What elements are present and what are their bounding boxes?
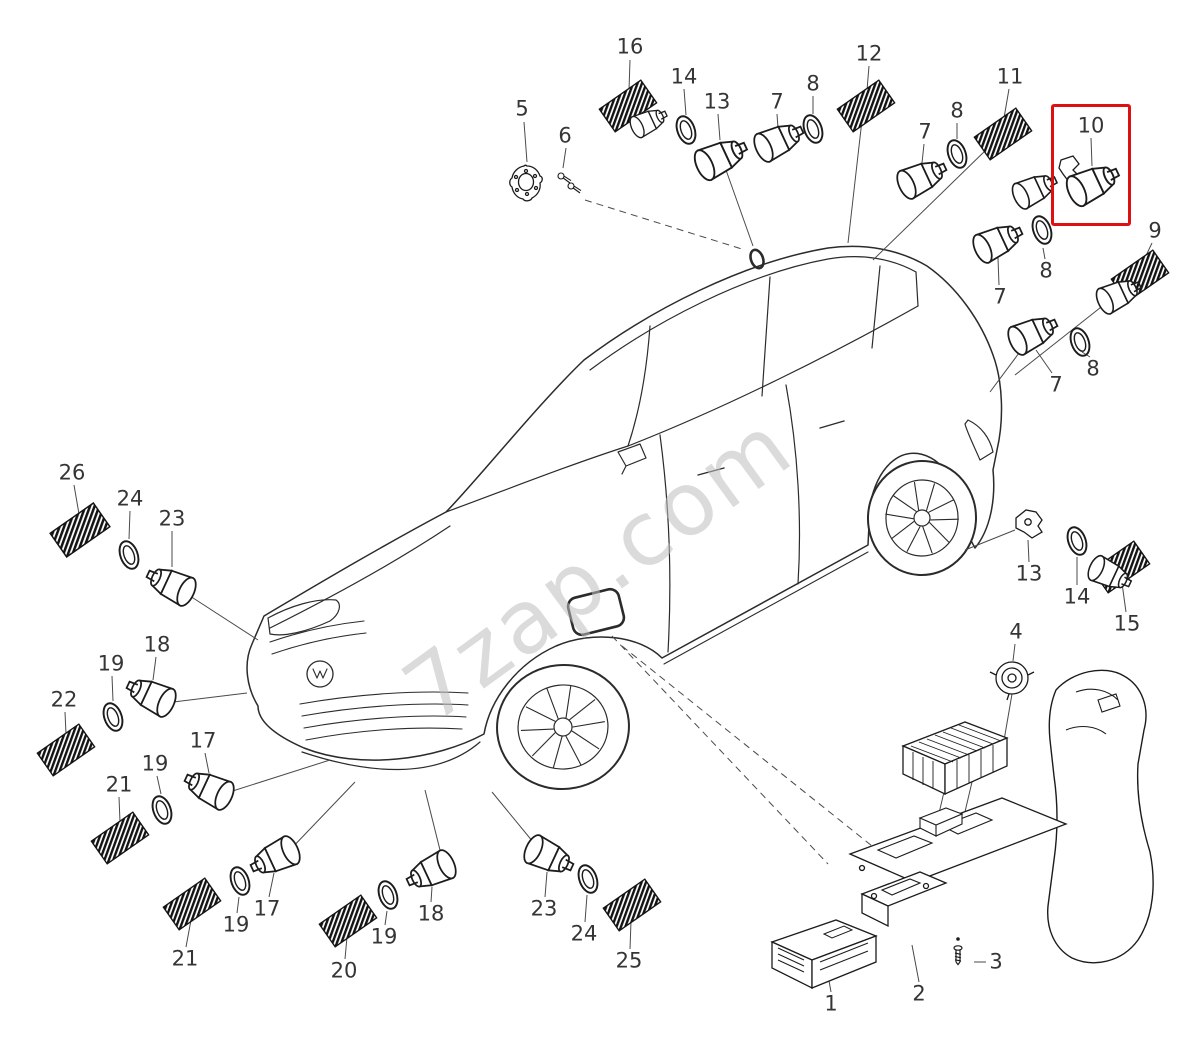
part-callout-22[interactable]: 22 <box>50 687 78 712</box>
part-callout-7[interactable]: 7 <box>918 119 932 144</box>
part-callout-2[interactable]: 2 <box>912 981 926 1006</box>
pdc-sensor-icon[interactable] <box>1003 308 1064 359</box>
part-callout-13[interactable]: 13 <box>1015 561 1043 586</box>
part-callout-7[interactable]: 7 <box>993 284 1007 309</box>
part-callout-19[interactable]: 19 <box>222 912 250 937</box>
part-callout-19[interactable]: 19 <box>370 924 398 949</box>
part-callout-24[interactable]: 24 <box>570 921 598 946</box>
retaining-ring-icon[interactable] <box>672 112 700 148</box>
rear-wheel-icon <box>866 460 978 576</box>
part-callout-19[interactable]: 19 <box>141 751 169 776</box>
retaining-ring-icon[interactable] <box>1063 523 1091 559</box>
pdc-sensor-icon[interactable] <box>519 831 580 882</box>
pdc-sensor-icon[interactable] <box>1008 166 1063 213</box>
pdc-sensor-icon[interactable] <box>140 559 201 610</box>
part-callout-5[interactable]: 5 <box>515 96 529 121</box>
part-callout-17[interactable]: 17 <box>189 728 217 753</box>
retaining-ring-icon[interactable] <box>374 877 402 913</box>
part-callout-25[interactable]: 25 <box>615 948 643 973</box>
screw-icon[interactable] <box>557 172 572 184</box>
part-callout-7[interactable]: 7 <box>1049 372 1063 397</box>
retaining-ring-icon[interactable] <box>99 699 127 735</box>
sensor-bracket-icon[interactable] <box>1015 509 1043 539</box>
part-callout-1[interactable]: 1 <box>824 991 838 1016</box>
mounting-pad-icon[interactable] <box>162 877 222 931</box>
part-callout-23[interactable]: 23 <box>158 506 186 531</box>
vehicle-illustration <box>246 245 1003 791</box>
part-callout-21[interactable]: 21 <box>171 946 199 971</box>
screw-icon[interactable] <box>567 182 582 194</box>
part-callout-26[interactable]: 26 <box>58 460 86 485</box>
callout-tick-lines <box>64 59 1153 993</box>
pdc-sensor-icon[interactable] <box>400 846 461 897</box>
mounting-pad-icon[interactable] <box>602 878 662 932</box>
part-callout-17[interactable]: 17 <box>253 896 281 921</box>
part-callout-10[interactable]: 10 <box>1077 113 1105 138</box>
mounting-pad-icon[interactable] <box>836 79 896 133</box>
module-bracket-icon[interactable] <box>858 864 948 928</box>
part-callout-8[interactable]: 8 <box>1039 258 1053 283</box>
mounting-pad-icon[interactable] <box>318 894 378 948</box>
control-module-icon[interactable] <box>770 919 878 990</box>
part-callout-14[interactable]: 14 <box>670 64 698 89</box>
mounting-pad-icon[interactable] <box>973 107 1033 161</box>
retaining-ring-icon[interactable] <box>943 136 971 172</box>
door-sensor-opening-marker <box>566 587 626 637</box>
fuse-holder-icon[interactable] <box>901 721 1009 796</box>
part-callout-20[interactable]: 20 <box>330 958 358 983</box>
part-callout-9[interactable]: 9 <box>1148 218 1162 243</box>
part-callout-11[interactable]: 11 <box>996 64 1024 89</box>
leader-lines <box>64 59 1153 993</box>
retaining-ring-icon[interactable] <box>799 111 827 147</box>
roof-grommet-icon[interactable] <box>509 164 543 202</box>
part-callout-19[interactable]: 19 <box>97 651 125 676</box>
part-callout-8[interactable]: 8 <box>950 98 964 123</box>
roof-hole-marker <box>749 248 765 270</box>
part-callout-8[interactable]: 8 <box>1086 356 1100 381</box>
part-callout-21[interactable]: 21 <box>105 772 133 797</box>
retaining-ring-icon[interactable] <box>226 863 254 899</box>
part-callout-18[interactable]: 18 <box>417 901 445 926</box>
part-leader-lines <box>164 119 1111 867</box>
part-callout-7[interactable]: 7 <box>770 89 784 114</box>
dashed-reference-lines <box>584 199 913 879</box>
buzzer-icon[interactable] <box>989 661 1035 701</box>
part-callout-13[interactable]: 13 <box>703 89 731 114</box>
part-callout-23[interactable]: 23 <box>530 896 558 921</box>
part-icons <box>36 79 1170 990</box>
retaining-ring-icon[interactable] <box>148 792 176 828</box>
retaining-ring-icon[interactable] <box>115 537 143 573</box>
pdc-sensor-icon[interactable] <box>749 115 810 166</box>
part-callout-12[interactable]: 12 <box>855 41 883 66</box>
bolt-icon[interactable] <box>953 936 963 966</box>
pdc-sensor-icon[interactable] <box>689 130 754 185</box>
part-callout-14[interactable]: 14 <box>1063 584 1091 609</box>
retaining-ring-icon[interactable] <box>574 861 602 897</box>
part-callout-3[interactable]: 3 <box>989 949 1003 974</box>
wheel-housing-liner-icon[interactable] <box>1047 669 1154 964</box>
pdc-sensor-icon[interactable] <box>244 832 305 883</box>
part-callout-24[interactable]: 24 <box>116 486 144 511</box>
part-callout-18[interactable]: 18 <box>143 632 171 657</box>
part-callout-8[interactable]: 8 <box>806 71 820 96</box>
part-callout-15[interactable]: 15 <box>1113 611 1141 636</box>
pdc-sensor-icon[interactable] <box>120 670 181 721</box>
part-callout-6[interactable]: 6 <box>558 123 572 148</box>
retaining-ring-icon[interactable] <box>1028 212 1056 248</box>
part-callout-16[interactable]: 16 <box>616 34 644 59</box>
mounting-plate-icon[interactable] <box>848 797 1068 883</box>
mounting-pad-icon[interactable] <box>49 502 111 558</box>
part-callout-4[interactable]: 4 <box>1009 619 1023 644</box>
front-wheel-icon <box>496 663 630 791</box>
